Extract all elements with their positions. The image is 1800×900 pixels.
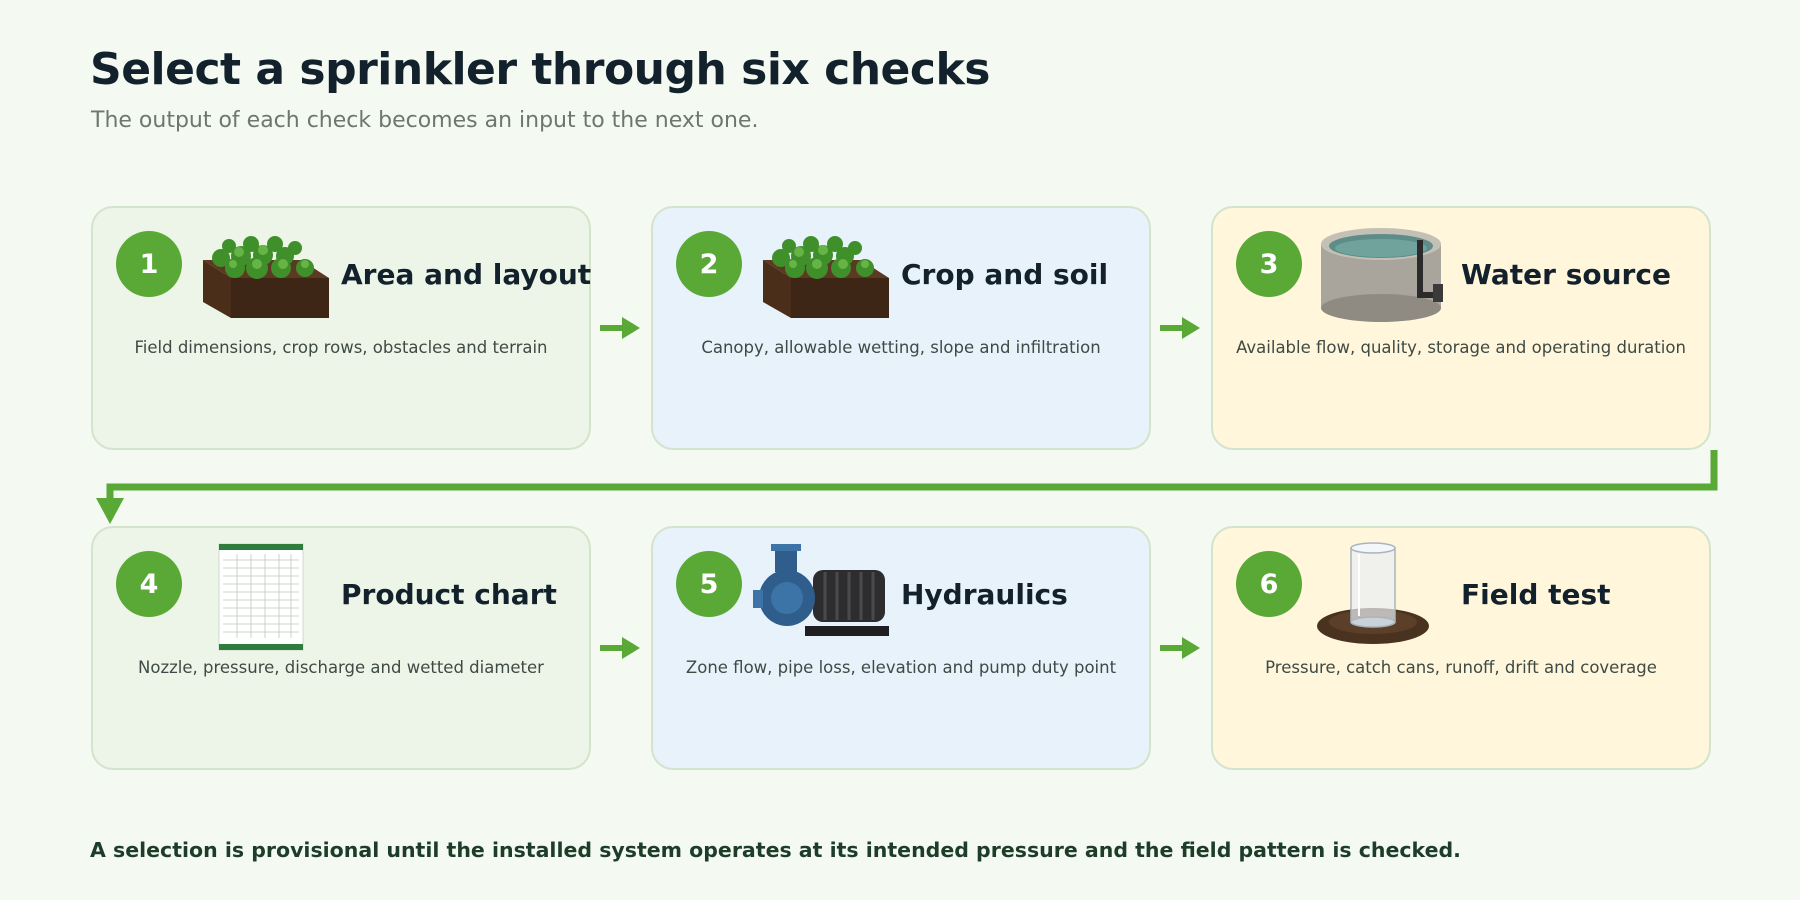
water-pump-icon	[753, 542, 895, 652]
water-tank-icon	[1313, 222, 1455, 332]
step-number-badge: 6	[1236, 551, 1302, 617]
step-title: Area and layout	[341, 258, 592, 291]
step-card-area-layout: 1 Area and layout Field dimensions, crop…	[91, 206, 591, 450]
step-card-product-chart: 4 Product chart Nozzle, pressure, discha…	[91, 526, 591, 770]
step-description: Nozzle, pressure, discharge and wetted d…	[138, 658, 544, 677]
step-description: Canopy, allowable wetting, slope and inf…	[701, 338, 1101, 357]
arrow-3-to-4-connector	[96, 450, 1718, 524]
chart-sheet-icon	[193, 542, 335, 652]
soil-plants-icon	[753, 222, 895, 332]
step-card-field-test: 6 Field test Pressure, catch cans, runof…	[1211, 526, 1711, 770]
step-card-hydraulics: 5 Hydraulics Zone flow, pipe loss, eleva…	[651, 526, 1151, 770]
step-number-badge: 4	[116, 551, 182, 617]
step-description: Available flow, quality, storage and ope…	[1236, 338, 1686, 357]
arrow-1-to-2	[600, 317, 640, 339]
step-title: Water source	[1461, 258, 1671, 291]
step-number-badge: 5	[676, 551, 742, 617]
footer-note: A selection is provisional until the ins…	[90, 838, 1461, 862]
step-card-crop-soil: 2 Crop and soil Canopy, allowable wettin…	[651, 206, 1151, 450]
step-title: Product chart	[341, 578, 557, 611]
page-title: Select a sprinkler through six checks	[90, 44, 990, 95]
soil-plants-icon	[193, 222, 335, 332]
page-subtitle: The output of each check becomes an inpu…	[91, 108, 759, 133]
arrow-4-to-5	[600, 637, 640, 659]
step-description: Field dimensions, crop rows, obstacles a…	[134, 338, 548, 357]
step-description: Pressure, catch cans, runoff, drift and …	[1265, 658, 1657, 677]
arrow-2-to-3	[1160, 317, 1200, 339]
step-number-badge: 3	[1236, 231, 1302, 297]
step-title: Field test	[1461, 578, 1611, 611]
step-description: Zone flow, pipe loss, elevation and pump…	[685, 658, 1117, 677]
catch-can-icon	[1313, 542, 1455, 652]
step-card-water-source: 3 Water source Available flow, quality, …	[1211, 206, 1711, 450]
step-number-badge: 2	[676, 231, 742, 297]
step-title: Crop and soil	[901, 258, 1109, 291]
arrow-5-to-6	[1160, 637, 1200, 659]
step-number-badge: 1	[116, 231, 182, 297]
step-title: Hydraulics	[901, 578, 1068, 611]
